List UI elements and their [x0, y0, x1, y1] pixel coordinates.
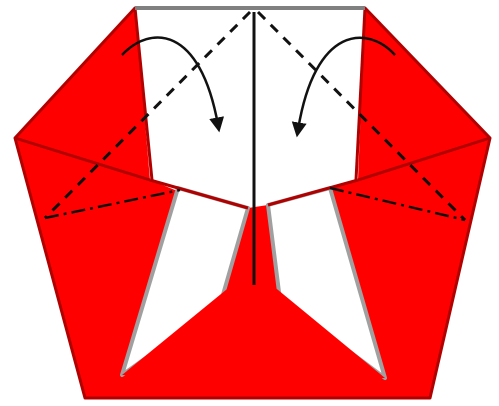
- paper-back-upper: [135, 8, 365, 208]
